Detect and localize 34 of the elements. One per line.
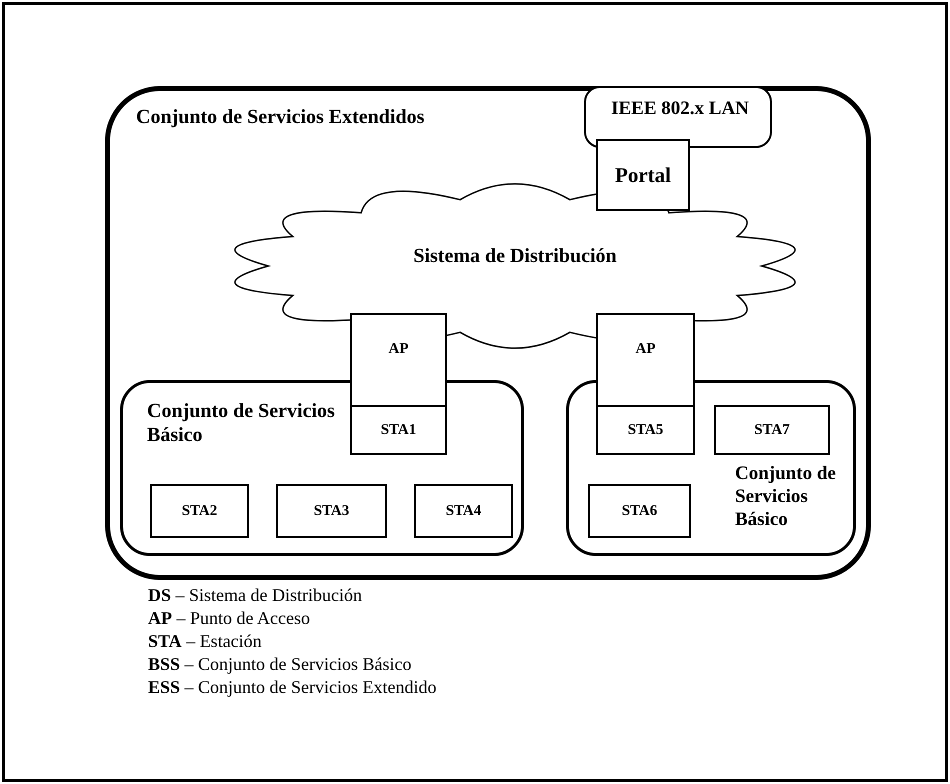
station-box xyxy=(714,405,830,455)
bss-container xyxy=(566,380,856,556)
lan-box xyxy=(584,86,772,148)
legend-text: AP – Punto de Acceso xyxy=(148,608,310,629)
station-label: STA1 xyxy=(380,422,416,438)
station-box xyxy=(276,484,387,538)
station-label: AP xyxy=(388,341,408,358)
cloud-label: Sistema de Distribución xyxy=(413,244,617,268)
station-box xyxy=(596,405,695,455)
ess-container xyxy=(105,86,871,580)
legend-text: BSS – Conjunto de Servicios Básico xyxy=(148,654,412,675)
station-box xyxy=(414,484,513,538)
legend-text: DS – Sistema de Distribución xyxy=(148,585,362,606)
station-label: STA7 xyxy=(754,422,790,438)
station-label: AP xyxy=(636,341,656,358)
station-label: STA2 xyxy=(182,502,218,520)
station-label: Portal xyxy=(615,162,671,188)
legend-text: ESS – Conjunto de Servicios Extendido xyxy=(148,677,437,698)
group-title: Conjunto de Servicios Básico xyxy=(735,463,837,532)
legend-text: STA – Estación xyxy=(148,631,262,652)
group-title: Conjunto de Servicios Extendidos xyxy=(136,105,424,129)
station-box xyxy=(150,484,249,538)
station-label: STA5 xyxy=(628,422,664,438)
station-label: STA3 xyxy=(314,502,350,520)
bss-container xyxy=(120,380,524,556)
group-title: Conjunto de Servicios Básico xyxy=(147,399,336,447)
station-box xyxy=(350,313,447,407)
station-label: STA4 xyxy=(446,502,482,520)
group-title: IEEE 802.x LAN xyxy=(610,98,750,121)
station-box xyxy=(588,484,691,538)
station-box xyxy=(596,313,695,407)
station-label: STA6 xyxy=(622,502,658,520)
station-box xyxy=(350,405,447,455)
station-box xyxy=(596,139,690,211)
